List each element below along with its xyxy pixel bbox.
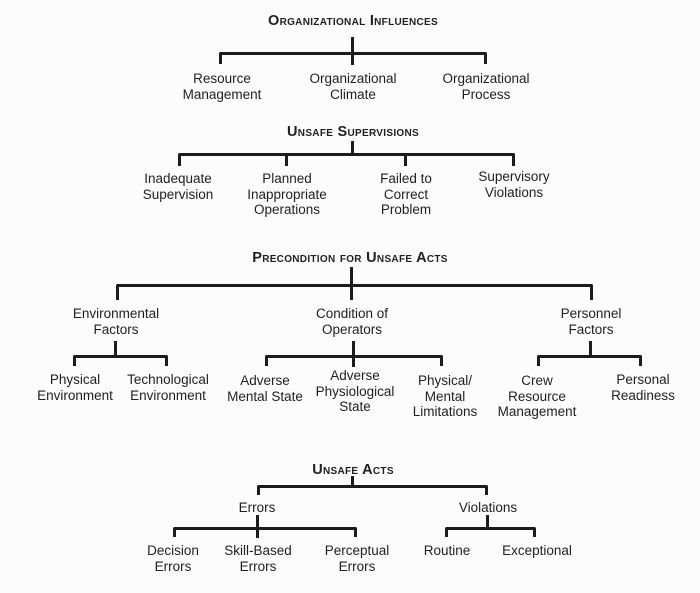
connector-drop-planned [285, 153, 288, 166]
connector-drop-failed [404, 153, 407, 166]
node-failed-to-correct-problem: Failed to Correct Problem [380, 171, 432, 217]
node-exceptional: Exceptional [502, 543, 572, 558]
node-condition-of-operators: Condition of Operators [315, 306, 389, 337]
connector-bar-condition [265, 355, 443, 366]
node-resource-management: Resource Management [182, 71, 262, 102]
connector-tick-violations [486, 515, 489, 528]
node-routine: Routine [423, 543, 471, 558]
node-inadequate-supervision: Inadequate Supervision [142, 171, 214, 202]
node-planned-inappropriate-operations: Planned Inappropriate Operations [247, 171, 327, 217]
node-adverse-physiological-state: Adverse Physiological State [315, 368, 395, 414]
connector-bar-l3 [116, 284, 593, 300]
node-environmental-factors: Environmental Factors [72, 306, 160, 337]
connector-tick-personnel [589, 341, 592, 356]
connector-bar-l4 [257, 485, 488, 495]
node-perceptual-errors: Perceptual Errors [324, 543, 390, 574]
node-violations: Violations [458, 500, 518, 515]
node-physical-mental-limitations: Physical/ Mental Limitations [412, 373, 478, 419]
connector-bar-environmental [73, 355, 168, 366]
connector-tick-l1 [351, 37, 354, 65]
node-decision-errors: Decision Errors [147, 543, 199, 574]
node-skill-based-errors: Skill-Based Errors [224, 543, 292, 574]
connector-tick-condition [352, 341, 355, 367]
node-supervisory-violations: Supervisory Violations [478, 169, 550, 200]
node-technological-environment: Technological Environment [127, 372, 209, 403]
node-physical-environment: Physical Environment [37, 372, 113, 403]
connector-tick-l2 [351, 141, 354, 155]
node-errors: Errors [238, 500, 276, 515]
node-personnel-factors: Personnel Factors [560, 306, 622, 337]
level-title-organizational-influences: Organizational Influences [268, 13, 438, 29]
level-title-precondition-for-unsafe-acts: Precondition for Unsafe Acts [252, 250, 448, 266]
connector-tick-environmental [114, 341, 117, 356]
connector-tick-l4 [351, 476, 354, 487]
node-adverse-mental-state: Adverse Mental State [227, 373, 303, 404]
connector-tick-l3 [350, 267, 353, 300]
node-organizational-climate: Organizational Climate [309, 71, 397, 102]
node-crew-resource-management: Crew Resource Management [497, 373, 577, 419]
level-title-unsafe-supervisions: Unsafe Supervisions [287, 124, 419, 140]
level-title-unsafe-acts: Unsafe Acts [312, 462, 394, 478]
connector-bar-violations [445, 527, 536, 537]
node-personal-readiness: Personal Readiness [611, 372, 675, 403]
connector-bar-l1 [219, 52, 487, 64]
node-organizational-process: Organizational Process [442, 71, 530, 102]
connector-tick-errors [256, 515, 259, 538]
connector-bar-personnel [537, 355, 642, 366]
connector-bar-l2 [178, 153, 515, 166]
connector-bar-errors [173, 527, 357, 537]
